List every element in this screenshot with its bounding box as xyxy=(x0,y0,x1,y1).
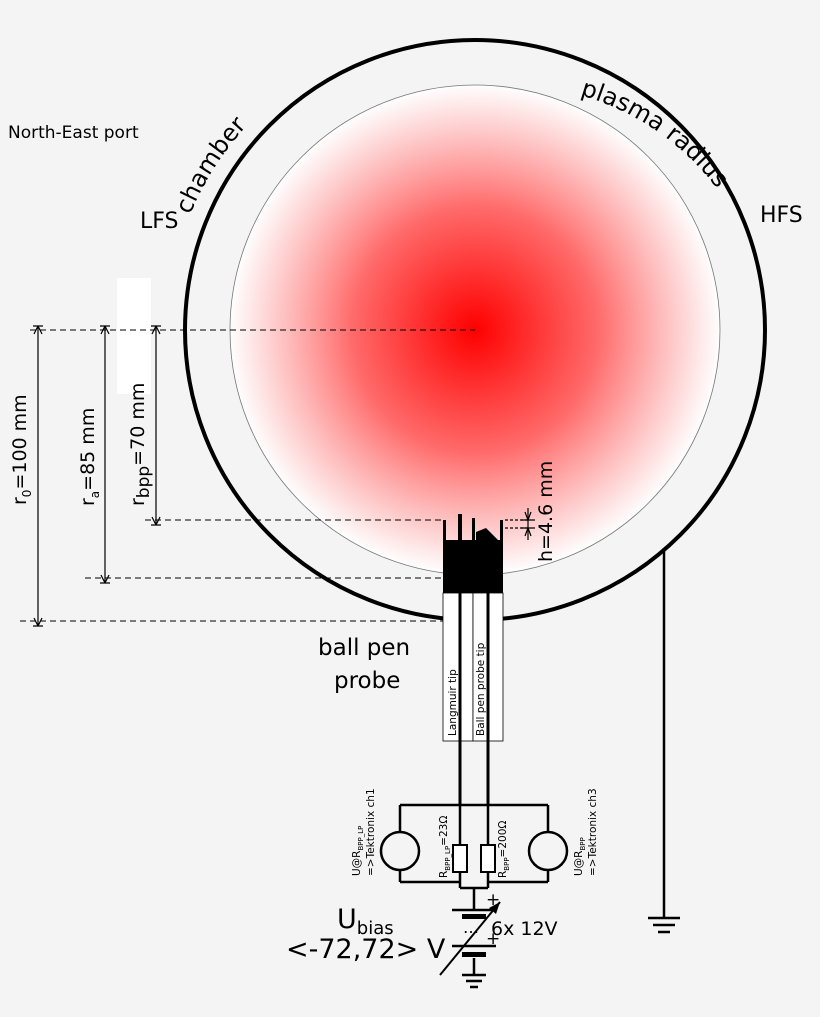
meter-right xyxy=(527,830,569,872)
meter-left xyxy=(379,830,421,872)
h-label: h=4.6 mm xyxy=(535,461,557,562)
meter-right-label-2: =>Tektronix ch3 xyxy=(587,788,599,876)
lfs-label: LFS xyxy=(140,209,179,234)
battery-plus-bottom: + xyxy=(486,929,500,949)
r-lp-label: RBPP_LP=23Ω xyxy=(438,816,452,878)
dimension-arrows xyxy=(33,325,535,627)
r-bpp-label: RBPP=200Ω xyxy=(497,821,511,878)
port-gap xyxy=(117,278,151,394)
resistor-bpp xyxy=(480,844,496,873)
meter-right-label: U@RBPP xyxy=(573,837,587,876)
r0-label: r0=100 mm xyxy=(9,394,34,505)
meter-left-label: U@RBPP_LP xyxy=(351,826,365,876)
rbpp-label: rbpp=70 mm xyxy=(127,383,154,506)
probe-label-line2: probe xyxy=(334,668,400,694)
circuit xyxy=(398,803,550,989)
probe-head xyxy=(443,514,503,593)
battery-dots: … xyxy=(463,918,479,937)
port-label: North-East port xyxy=(8,123,139,143)
langmuir-tip-label: Langmuir tip xyxy=(447,669,459,736)
resistor-lp xyxy=(452,844,468,873)
meter-left-label-2: =>Tektronix ch1 xyxy=(365,788,377,876)
battery-stack xyxy=(439,901,501,976)
bpp-tip-label: Ball pen probe tip xyxy=(475,642,487,736)
probe-label-line1: ball pen xyxy=(318,635,410,661)
bias-range-label: <-72,72> V xyxy=(286,934,446,965)
ra-label: ra=85 mm xyxy=(77,408,102,506)
reference-lines xyxy=(20,329,475,622)
probe-shaft xyxy=(442,592,504,805)
battery-plus-top: + xyxy=(486,890,500,910)
battery-count-label: 6x 12V xyxy=(491,918,558,940)
hfs-label: HFS xyxy=(760,203,803,228)
chamber-ground xyxy=(648,548,680,934)
ubias-label: Ubias xyxy=(337,904,394,939)
